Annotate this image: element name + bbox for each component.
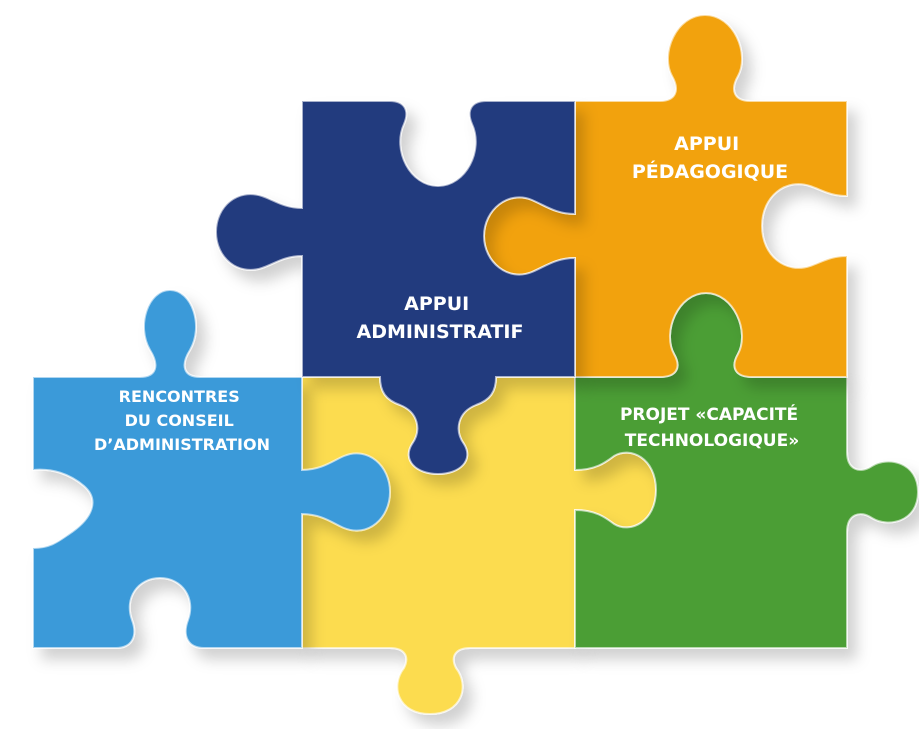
label-projet-capacite: PROJET «CAPACITÉ TECHNOLOGIQUE» <box>620 403 804 451</box>
label-rencontres-line-1: RENCONTRES <box>119 387 240 406</box>
piece-navy-shape <box>214 100 576 476</box>
label-pedagogique-line-2: PÉDAGOGIQUE <box>632 160 788 183</box>
puzzle-piece-navy <box>214 100 576 476</box>
piece-blue-shape <box>32 288 392 649</box>
label-administratif-line-2: ADMINISTRATIF <box>357 321 524 343</box>
label-appui-pedagogique: APPUI PÉDAGOGIQUE <box>632 133 788 183</box>
label-rencontres-line-2: DU CONSEIL <box>125 411 234 430</box>
label-projet-line-2: TECHNOLOGIQUE» <box>625 431 799 451</box>
label-rencontres-conseil: RENCONTRES DU CONSEIL D’ADMINISTRATION <box>94 387 270 454</box>
label-rencontres-line-3: D’ADMINISTRATION <box>94 435 270 454</box>
label-administratif-line-1: APPUI <box>404 293 469 315</box>
label-pedagogique-line-1: APPUI <box>674 133 739 155</box>
puzzle-piece-blue <box>32 288 392 649</box>
label-projet-line-1: PROJET «CAPACITÉ <box>620 403 798 425</box>
label-appui-administratif: APPUI ADMINISTRATIF <box>357 293 524 343</box>
